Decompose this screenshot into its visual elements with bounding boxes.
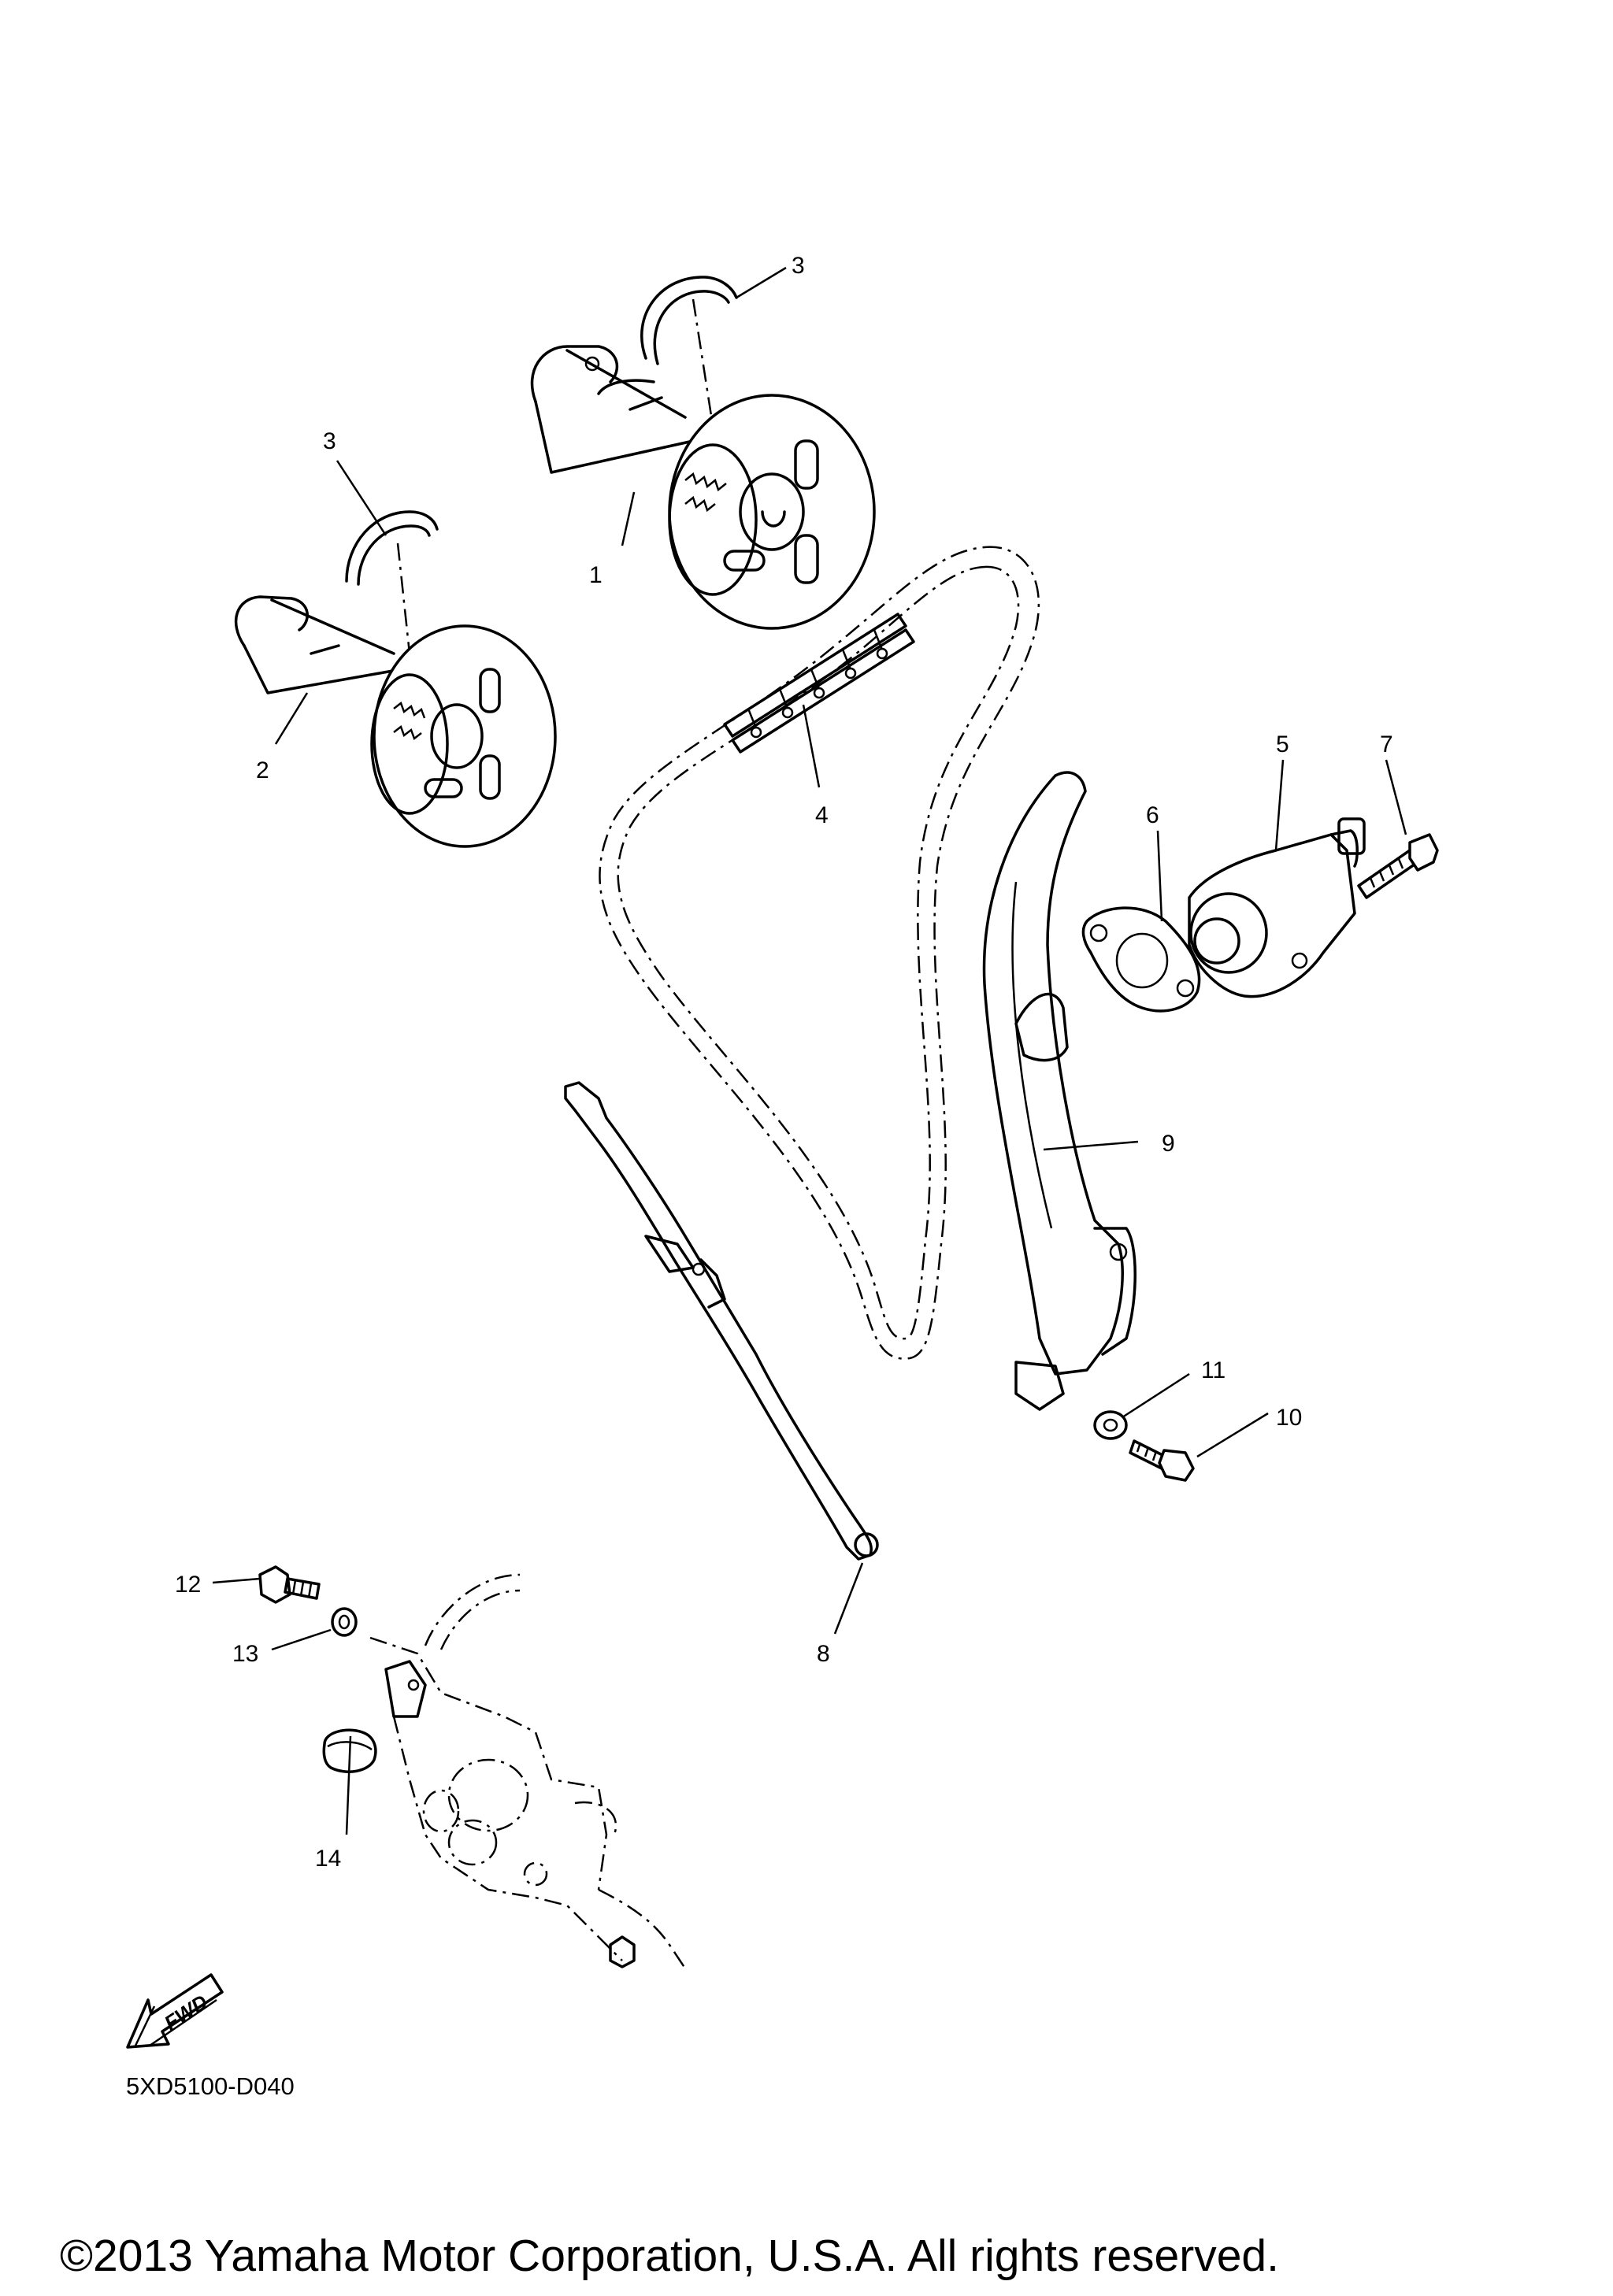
copyright-notice: ©2013 Yamaha Motor Corporation, U.S.A. A… xyxy=(60,2231,1279,2281)
plug-washer xyxy=(331,1607,358,1637)
timing-chain xyxy=(599,546,1040,1360)
crankcase-outline xyxy=(369,1573,687,1969)
guide-bolt xyxy=(1129,1439,1195,1482)
callout-13: 13 xyxy=(232,1641,258,1667)
callout-10: 10 xyxy=(1276,1405,1302,1431)
tensioner-bolt xyxy=(1357,833,1439,899)
chain-guide-exhaust xyxy=(564,1081,879,1561)
callout-14: 14 xyxy=(315,1846,341,1872)
callout-3-upper: 3 xyxy=(792,253,805,279)
chain-links xyxy=(723,613,915,754)
chain-guide-tensioner xyxy=(982,771,1137,1411)
circlip-upper xyxy=(640,276,738,442)
callout-6: 6 xyxy=(1146,802,1159,828)
callout-11: 11 xyxy=(1201,1357,1226,1383)
circlip-lower xyxy=(345,510,439,654)
callout-3-lower: 3 xyxy=(323,428,336,454)
plug-bolt xyxy=(258,1565,321,1604)
callout-labels: 3 3 1 2 4 5 6 7 9 11 10 12 13 8 14 xyxy=(175,253,1393,1872)
cam-chain-tensioner xyxy=(1188,817,1366,998)
callout-1: 1 xyxy=(589,562,603,588)
tensioner-gasket xyxy=(1081,906,1201,1013)
callout-9: 9 xyxy=(1162,1131,1175,1157)
callout-2: 2 xyxy=(256,757,269,783)
callout-5: 5 xyxy=(1276,731,1289,757)
washer-guide xyxy=(1093,1410,1128,1440)
fwd-arrow: FWD xyxy=(126,1973,224,2049)
callout-8: 8 xyxy=(817,1641,830,1667)
diagram-code: 5XD5100-D040 xyxy=(126,2072,295,2100)
callout-7: 7 xyxy=(1380,731,1393,757)
camshaft-exhaust xyxy=(235,595,557,848)
leader-lines xyxy=(212,266,1407,1835)
callout-4: 4 xyxy=(815,802,829,828)
camshaft-intake xyxy=(530,345,876,630)
callout-12: 12 xyxy=(175,1572,201,1598)
